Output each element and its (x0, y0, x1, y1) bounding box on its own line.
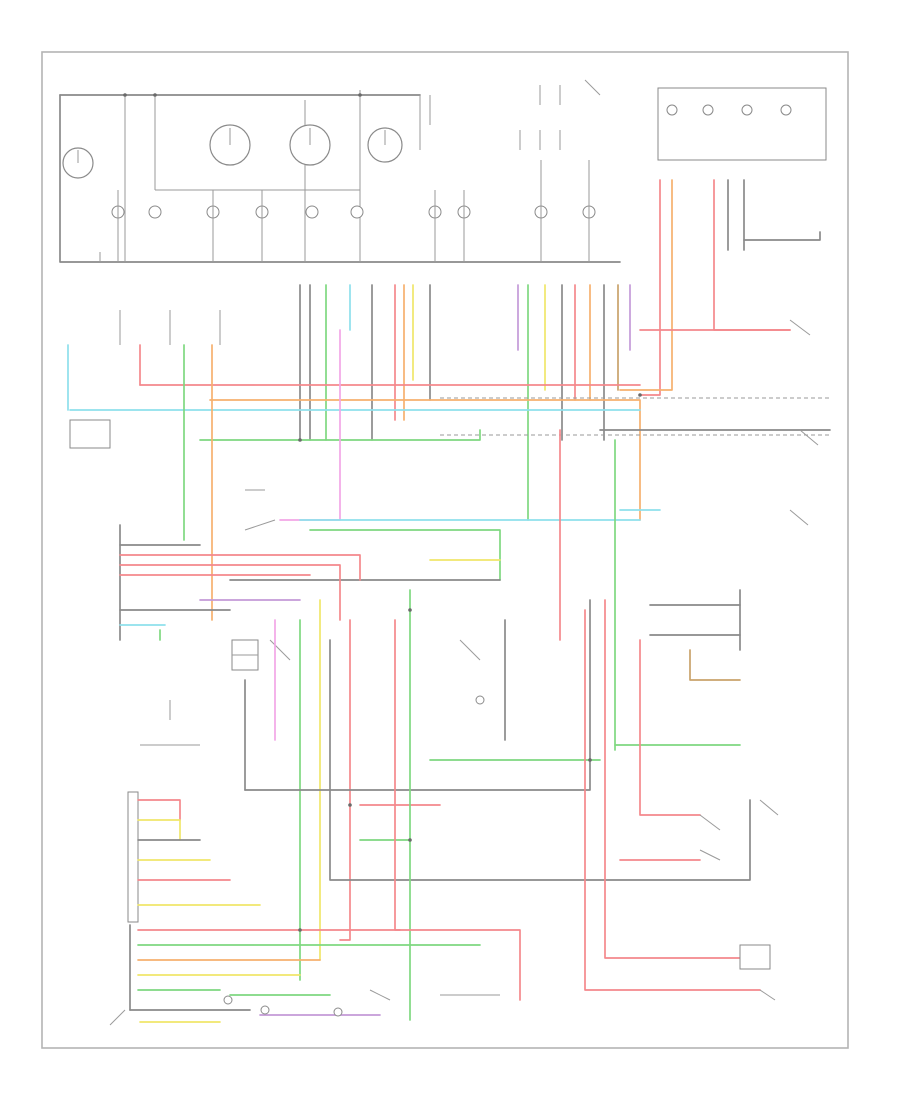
bulb-icon (741, 104, 753, 116)
bulb-icon (780, 104, 792, 116)
lamp-legend-box (657, 87, 827, 161)
bulb-icon (702, 104, 714, 116)
left-switch-bank (67, 310, 221, 621)
center-module (199, 329, 751, 1021)
bulb-icon (666, 104, 678, 116)
diagram-frame (41, 51, 849, 1049)
bulb-icon (350, 205, 364, 219)
right-sensors (584, 319, 819, 1001)
bulb-icon (305, 205, 319, 219)
sensor-icon (739, 944, 771, 970)
harness-top (299, 284, 631, 521)
instrument-cluster (59, 79, 621, 263)
horizontal-buses (69, 384, 831, 521)
lower-left-block (109, 524, 521, 1026)
junction-nodes (123, 93, 642, 932)
bulb-icon (148, 205, 162, 219)
legend-wires (619, 179, 821, 396)
